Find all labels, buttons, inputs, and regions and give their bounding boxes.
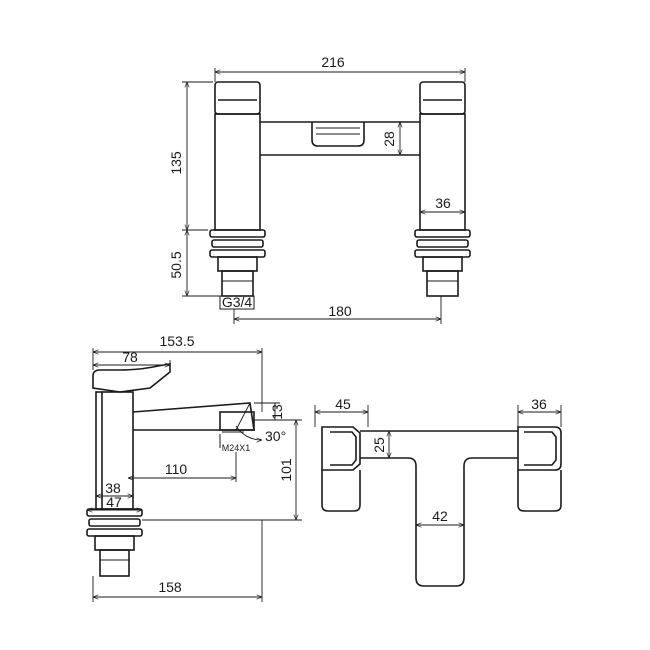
dim-spout-offset: 13 xyxy=(269,404,285,420)
dim-handle-reach: 78 xyxy=(122,349,138,365)
left-column xyxy=(209,81,266,297)
dim-spout-height: 28 xyxy=(381,131,397,147)
dim-bridge-height: 25 xyxy=(371,437,387,453)
aerator-thread-label: M24X1 xyxy=(222,443,251,453)
dim-spout-angle: 30° xyxy=(265,428,286,444)
dim-lower-height: 50.5 xyxy=(168,251,184,278)
dim-spout-width: 42 xyxy=(432,508,448,524)
dim-body-outer: 47 xyxy=(106,494,122,510)
dim-total-height: 101 xyxy=(278,458,294,482)
side-view: 153.5 78 13 M24X1 30° 110 101 38 47 xyxy=(86,333,302,602)
dim-spout-reach: 110 xyxy=(165,461,188,477)
dim-overall-width: 216 xyxy=(321,54,345,70)
right-column xyxy=(414,81,471,297)
dim-body-height: 135 xyxy=(168,151,184,175)
dim-right-width: 36 xyxy=(531,396,547,412)
front-view: 216 135 50.5 28 36 G3/4 180 xyxy=(168,54,471,324)
dim-overall-reach: 153.5 xyxy=(159,333,194,349)
thread-label: G3/4 xyxy=(222,294,253,310)
dim-column-width: 36 xyxy=(435,195,451,211)
dim-body-inner: 38 xyxy=(105,480,121,496)
top-view: 45 36 25 42 xyxy=(314,396,562,587)
dim-centres: 180 xyxy=(328,303,352,319)
dim-left-width: 45 xyxy=(335,396,351,412)
dim-base-depth: 158 xyxy=(158,579,182,595)
